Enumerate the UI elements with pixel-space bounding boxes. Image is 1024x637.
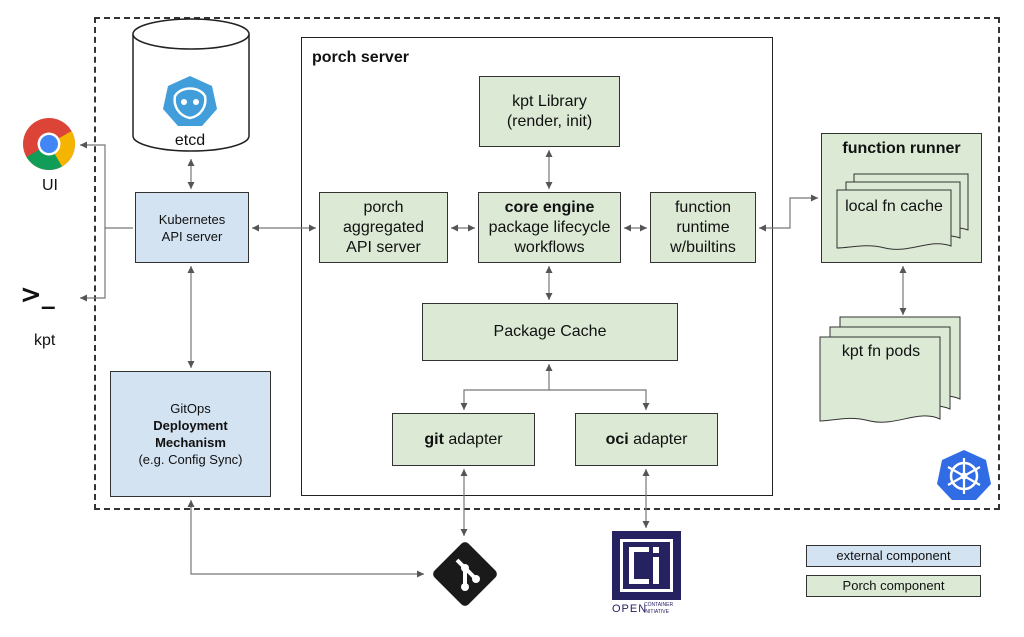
core-engine[interactable]: core engine package lifecycle workflows xyxy=(478,192,621,263)
legend-porch-label: Porch component xyxy=(842,578,945,593)
fn-runtime-line3: w/builtins xyxy=(670,238,736,256)
function-runner-title: function runner xyxy=(842,140,961,157)
fn-runtime-line2: runtime xyxy=(676,218,730,236)
git-adapter-bold: git xyxy=(424,430,444,448)
aggregated-api-line3: API server xyxy=(346,238,421,256)
terminal-icon: >_ xyxy=(20,280,55,310)
edge-gitops-git xyxy=(187,500,424,578)
local-fn-cache-stack xyxy=(836,173,969,250)
core-engine-line1: core engine xyxy=(504,198,595,216)
browser-icon[interactable] xyxy=(22,117,76,171)
gitops-line4: (e.g. Config Sync) xyxy=(138,452,243,467)
legend-external-label: external component xyxy=(836,548,951,563)
core-engine-line3: workflows xyxy=(514,238,585,256)
porch-aggregated-api-server[interactable]: porch aggregated API server xyxy=(319,192,448,263)
oci-logo-small2: INITIATIVE xyxy=(644,609,669,615)
function-runtime[interactable]: function runtime w/builtins xyxy=(650,192,756,263)
kubernetes-api-server[interactable]: Kubernetes API server xyxy=(135,192,249,263)
aggregated-api-line2: aggregated xyxy=(343,218,424,236)
kpt-library[interactable]: kpt Library (render, init) xyxy=(479,76,620,147)
oci-adapter[interactable]: oci adapter xyxy=(575,413,718,466)
gitops-line3: Mechanism xyxy=(155,435,226,450)
kpt-library-line1: kpt Library xyxy=(512,92,587,110)
oci-logo-word: OPEN xyxy=(612,603,648,615)
package-cache[interactable]: Package Cache xyxy=(422,303,678,361)
kpt-fn-pods-stack xyxy=(819,316,961,423)
oci-adapter-bold: oci xyxy=(605,430,629,448)
aggregated-api-line1: porch xyxy=(363,198,404,216)
package-cache-label: Package Cache xyxy=(493,323,607,340)
gitops-line2: Deployment xyxy=(153,418,228,433)
kpt-client-label: kpt xyxy=(34,332,56,349)
gitops-deployment-mechanism[interactable]: GitOps Deployment Mechanism (e.g. Config… xyxy=(110,371,271,497)
local-fn-cache-label: local fn cache xyxy=(845,198,943,215)
porch-server-title: porch server xyxy=(312,49,409,66)
kubernetes-logo-icon xyxy=(937,450,991,500)
oci-logo-small1: CONTAINER xyxy=(644,602,674,608)
git-adapter-rest: adapter xyxy=(443,430,503,448)
etcd-logo-icon xyxy=(163,76,217,126)
core-engine-line2: package lifecycle xyxy=(488,218,611,236)
etcd-label: etcd xyxy=(174,132,206,149)
k8s-api-line1: Kubernetes xyxy=(158,211,226,227)
oci-adapter-rest: adapter xyxy=(628,430,688,448)
ui-client-label: UI xyxy=(42,177,58,194)
legend-external-component: external component xyxy=(806,545,981,567)
oci-logo-icon xyxy=(612,531,681,600)
git-logo-icon xyxy=(433,542,497,606)
legend-porch-component: Porch component xyxy=(806,575,981,597)
k8s-api-line2: API server xyxy=(161,228,223,244)
kpt-fn-pods-label: kpt fn pods xyxy=(841,343,921,360)
kpt-library-line2: (render, init) xyxy=(506,112,593,130)
gitops-line1: GitOps xyxy=(170,401,211,416)
git-adapter[interactable]: git adapter xyxy=(392,413,535,466)
fn-runtime-line1: function xyxy=(674,198,732,216)
